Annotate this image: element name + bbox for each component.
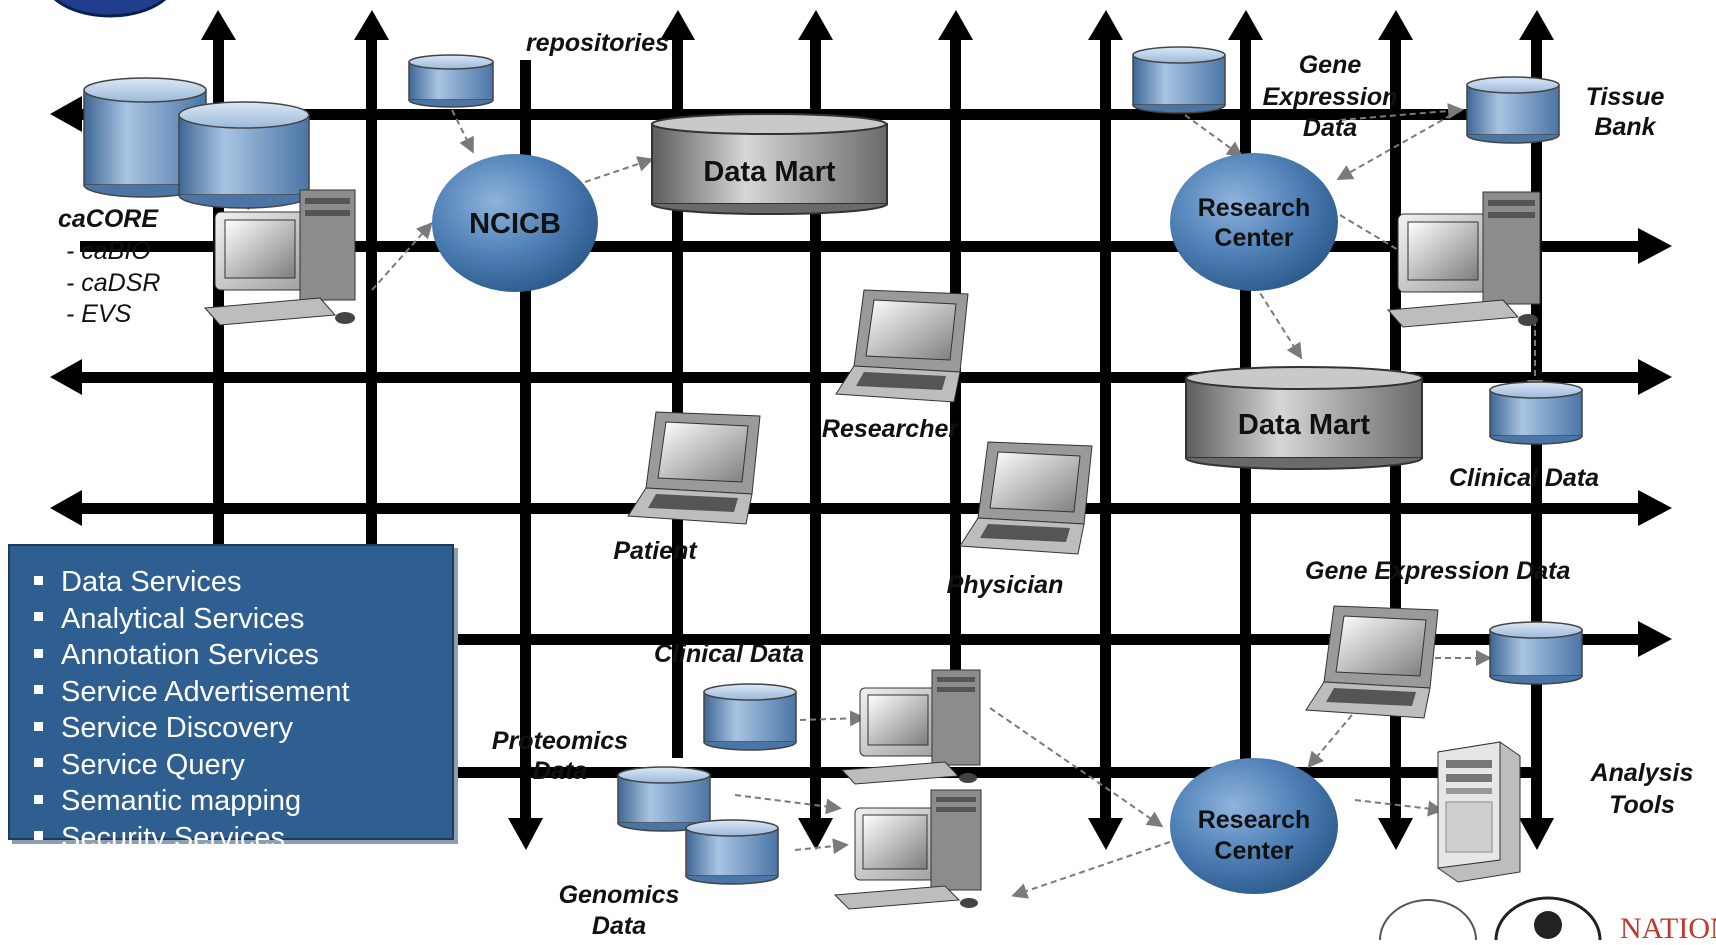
services-list-panel: Data Services Analytical Services Annota…	[8, 544, 454, 854]
data-mart-mid-label: Data Mart	[1237, 409, 1371, 441]
vertical-bus-line	[660, 10, 695, 758]
gene-expression-top-label-2: Expression	[1262, 83, 1398, 111]
horizontal-bus-line	[80, 228, 1672, 264]
ncicb-node	[432, 154, 598, 292]
horizontal-bus-line	[440, 621, 1672, 657]
vertical-bus-line	[354, 10, 389, 838]
research-center-top-label-1: Research	[1197, 194, 1311, 222]
gene-expression-top-label-1: Gene	[1298, 51, 1362, 79]
physician-label: Physician	[946, 571, 1064, 599]
data-mart-mid	[1185, 366, 1423, 470]
institute-seal-icon	[1379, 896, 1602, 940]
horizontal-bus-line	[440, 767, 1540, 778]
laptop-icon	[1305, 605, 1439, 719]
database-cylinder-icon	[685, 819, 779, 885]
genomics-data-label-1: Genomics	[558, 881, 680, 909]
database-cylinder-icon	[703, 683, 797, 751]
laptop-icon	[959, 441, 1093, 555]
data-mart-top-label: Data Mart	[703, 156, 836, 188]
vertical-bus-line	[201, 10, 236, 838]
desktop-computer-icon	[833, 789, 982, 910]
service-item: Annotation Services	[32, 637, 452, 674]
repositories-label: repositories	[525, 29, 670, 57]
data-mart-top	[651, 113, 888, 216]
cacore-item-cadsr: - caDSR	[66, 269, 161, 297]
desktop-computer-icon	[840, 669, 981, 785]
cacore-item-cabio: - caBIO	[66, 237, 151, 265]
vertical-bus-line	[508, 60, 543, 850]
logo-icon	[40, 0, 180, 20]
gene-expression-top-label-3: Data	[1302, 114, 1358, 142]
research-center-bottom-label-2: Center	[1214, 837, 1294, 865]
desktop-computer-icon	[203, 189, 356, 326]
database-cylinder-icon	[408, 54, 494, 108]
database-cylinder-icon	[1489, 381, 1583, 445]
database-cylinder-icon	[617, 766, 711, 832]
database-cylinder-icon	[1132, 46, 1226, 114]
service-item: Semantic mapping	[32, 783, 452, 820]
database-cylinder-icon	[1489, 621, 1583, 685]
horizontal-bus-line	[50, 490, 1672, 526]
research-center-top-node	[1170, 153, 1338, 291]
researcher-label: Researcher	[821, 415, 959, 443]
analysis-tools-label-1: Analysis	[1590, 759, 1694, 787]
tissue-bank-label-2: Bank	[1594, 113, 1656, 141]
research-center-bottom-node	[1170, 758, 1338, 894]
cacore-title: caCORE	[58, 205, 159, 233]
genomics-data-label-2: Data	[591, 912, 647, 940]
database-cylinder-icon	[1466, 76, 1560, 144]
server-tower-icon	[1437, 741, 1521, 883]
service-item: Data Services	[32, 564, 452, 601]
proteomics-data-label-2: Data	[532, 757, 588, 785]
database-cylinder-icon	[178, 101, 310, 209]
desktop-computer-icon	[1386, 191, 1541, 328]
clinical-data-center-label: Clinical Data	[654, 640, 805, 668]
laptop-icon	[835, 289, 969, 403]
research-center-top-label-2: Center	[1214, 224, 1294, 252]
laptop-icon	[627, 411, 761, 525]
research-center-bottom-label-1: Research	[1197, 806, 1311, 834]
service-item: Analytical Services	[32, 601, 452, 638]
service-item: Service Discovery	[32, 710, 452, 747]
cacore-item-evs: - EVS	[66, 300, 132, 328]
service-item: Service Query	[32, 747, 452, 784]
analysis-tools-label-2: Tools	[1609, 791, 1675, 819]
service-item: Security Services	[32, 820, 452, 857]
patient-label: Patient	[613, 537, 697, 565]
proteomics-data-label-1: Proteomics	[491, 727, 629, 755]
logo-text: NATIONA	[1620, 912, 1716, 945]
clinical-data-right-label: Clinical Data	[1449, 464, 1600, 492]
service-item: Service Advertisement	[32, 674, 452, 711]
gene-expression-right-label: Gene Expression Data	[1305, 557, 1571, 585]
vertical-bus-line	[798, 10, 833, 850]
tissue-bank-label-1: Tissue	[1585, 83, 1665, 111]
ncicb-node-label: NCICB	[469, 208, 561, 240]
vertical-bus-line	[1088, 10, 1123, 850]
